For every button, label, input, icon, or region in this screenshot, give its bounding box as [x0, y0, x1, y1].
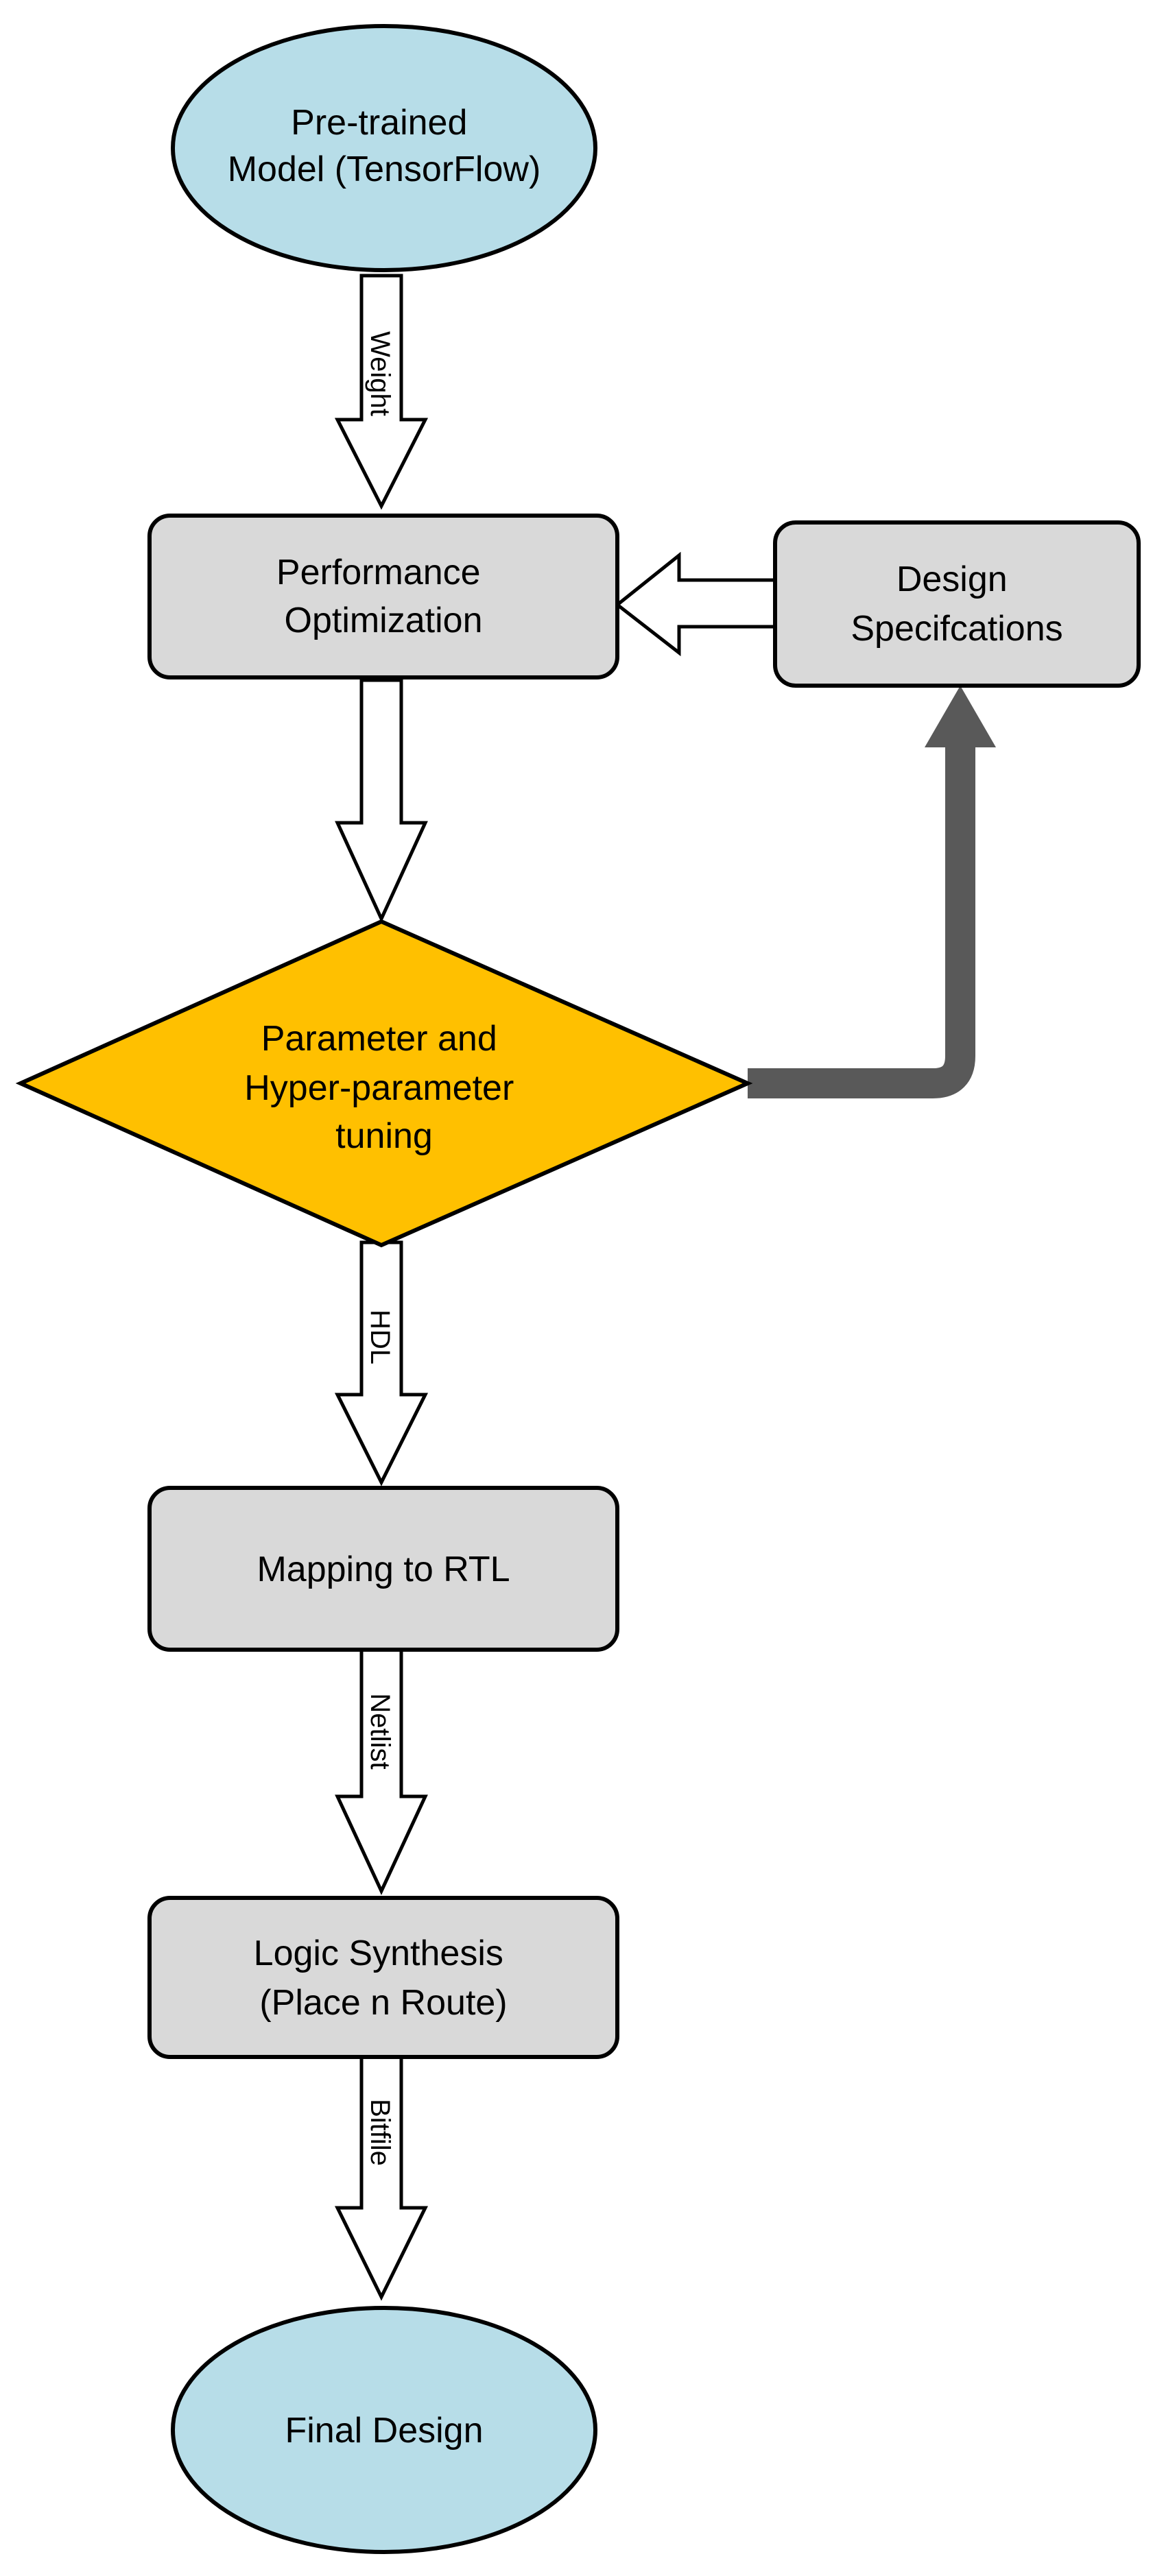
node-final-design-label: Final Design: [285, 2411, 483, 2451]
node-design-specifications: Design Specifcations: [773, 520, 1141, 688]
arrow-specs-to-optimization: [614, 551, 777, 657]
arrow-hdl: HDL: [334, 1240, 429, 1486]
arrow-bitfile-label: Bitfile: [365, 2099, 395, 2166]
node-performance-optimization-label: Performance Optimization: [276, 553, 490, 640]
feedback-arrow: [748, 686, 996, 1098]
node-logic-synthesis-label: Logic Synthesis (Place n Route): [254, 1934, 514, 2023]
node-mapping-rtl-label: Mapping to RTL: [257, 1550, 510, 1589]
node-pretrained-model: Pre-trained Model (TensorFlow): [171, 24, 597, 272]
arrow-netlist-label: Netlist: [365, 1693, 395, 1769]
node-logic-synthesis: Logic Synthesis (Place n Route): [147, 1896, 619, 2059]
node-parameter-tuning-label: Parameter and Hyper-parameter tuning: [244, 1019, 523, 1156]
arrow-weight: Weight: [334, 274, 429, 510]
arrow-bitfile: Bitfile: [334, 2052, 429, 2301]
arrow-weight-label: Weight: [365, 331, 395, 416]
node-design-specifications-label: Design Specifcations: [851, 559, 1062, 649]
arrow-hdl-label: HDL: [365, 1310, 395, 1364]
node-parameter-tuning: Parameter and Hyper-parameter tuning: [15, 919, 753, 1248]
node-performance-optimization: Performance Optimization: [147, 514, 619, 679]
arrow-netlist: Netlist: [335, 1644, 428, 1895]
node-mapping-rtl: Mapping to RTL: [147, 1486, 619, 1652]
node-final-design: Final Design: [171, 2306, 597, 2554]
node-pretrained-model-label: Pre-trained Model (TensorFlow): [228, 103, 541, 189]
arrow-optimization-to-tuning: [335, 678, 428, 924]
